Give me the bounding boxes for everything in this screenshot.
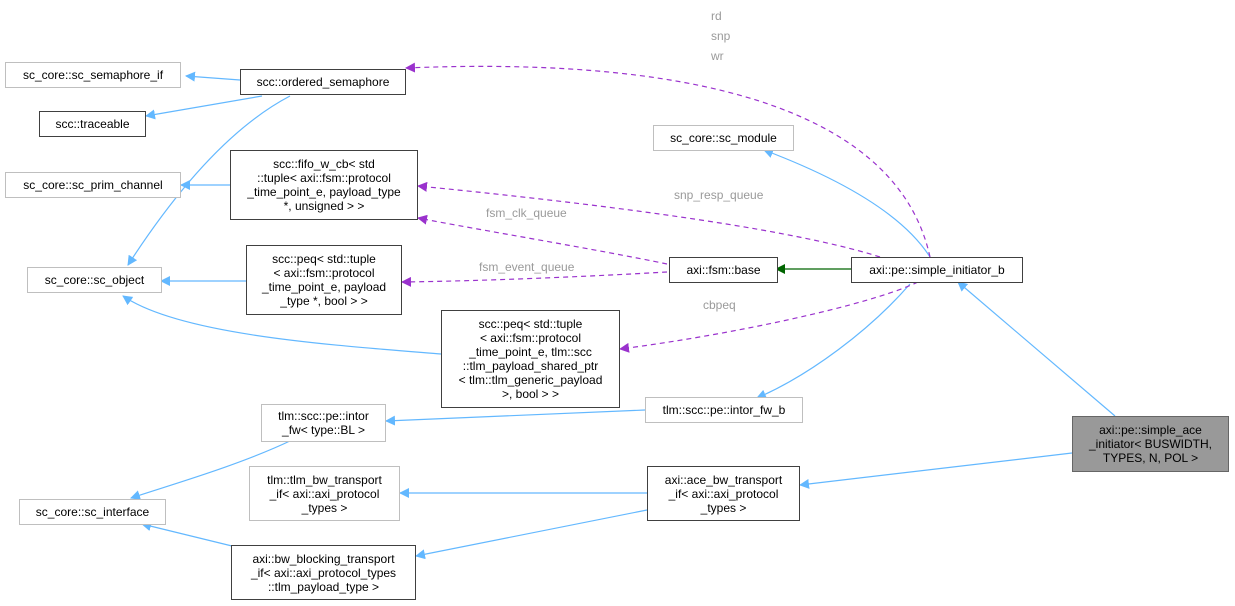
node-label-line: axi::pe::simple_ace — [1099, 423, 1202, 437]
edge-label-fsm-clk-queue: fsm_clk_queue — [486, 206, 567, 220]
edge-label-snp-resp-queue: snp_resp_queue — [674, 188, 764, 202]
node-label-line: tlm::scc::pe::intor — [278, 409, 369, 423]
node-label-line: _if< axi::axi_protocol_types — [250, 565, 397, 580]
node-label: scc::traceable — [55, 117, 130, 131]
edge-simple-initiator-b-to-sc-module — [763, 148, 931, 258]
node-bw-blocking-transport-if[interactable]: axi::bw_blocking_transport _if< axi::axi… — [231, 545, 416, 600]
node-label-line: _initiator< BUSWIDTH, — [1088, 437, 1213, 451]
node-ace-bw-transport-if[interactable]: axi::ace_bw_transport _if< axi::axi_prot… — [647, 466, 800, 521]
node-label-line: ::tuple< axi::fsm::protocol — [257, 171, 391, 185]
node-simple-ace-initiator[interactable]: axi::pe::simple_ace _initiator< BUSWIDTH… — [1072, 416, 1229, 472]
edge-ordered-semaphore-to-sc-semaphore-if — [185, 71, 241, 82]
node-intor-fw-b[interactable]: tlm::scc::pe::intor_fw_b — [645, 397, 803, 423]
node-label: sc_core::sc_prim_channel — [23, 178, 163, 192]
edge-label-cbpeq: cbpeq — [703, 298, 736, 312]
node-label-line: ::tlm_payload_shared_ptr — [462, 359, 599, 373]
node-label-line: _fw< type::BL > — [282, 423, 365, 437]
edge-usage-rd-snp-wr — [405, 62, 931, 258]
edge-simple-initiator-b-to-intor-fw-b — [756, 283, 911, 400]
edge-ace-initiator-to-simple-initiator-b — [957, 281, 1116, 417]
node-label-line: ::tlm_payload_type > — [267, 579, 380, 594]
node-fsm-base[interactable]: axi::fsm::base — [669, 257, 778, 283]
edge-bw-blocking-to-sc-interface — [141, 521, 233, 547]
node-label: axi::fsm::base — [686, 263, 761, 277]
node-sc-object[interactable]: sc_core::sc_object — [27, 267, 162, 293]
edge-label-wr: wr — [711, 49, 724, 63]
node-label-line: TYPES, N, POL > — [1102, 451, 1199, 465]
node-peq-shared[interactable]: scc::peq< std::tuple < axi::fsm::protoco… — [441, 310, 620, 408]
node-simple-initiator-b[interactable]: axi::pe::simple_initiator_b — [851, 257, 1023, 283]
node-label: sc_core::sc_semaphore_if — [22, 68, 164, 82]
node-label-line: _time_point_e, tlm::scc — [469, 345, 592, 359]
edge-label-snp: snp — [711, 29, 731, 43]
node-label-line: scc::peq< std::tuple — [272, 252, 376, 266]
node-label-line: axi::bw_blocking_transport — [252, 551, 395, 566]
edge-ace-bw-to-bw-blocking-transport-if — [415, 509, 648, 560]
node-label-line: _if< axi::axi_protocol — [668, 486, 779, 501]
node-label-line: *, unsigned > > — [283, 199, 365, 213]
node-label-line: < tlm::tlm_generic_payload — [458, 373, 603, 387]
node-label-line: < axi::fsm::protocol — [479, 331, 582, 345]
node-label: sc_core::sc_interface — [35, 505, 150, 519]
node-sc-interface[interactable]: sc_core::sc_interface — [19, 499, 166, 525]
node-fifo-w-cb[interactable]: scc::fifo_w_cb< std ::tuple< axi::fsm::p… — [230, 150, 418, 220]
node-label: axi::pe::simple_initiator_b — [869, 263, 1005, 277]
node-label-line: axi::ace_bw_transport — [664, 472, 783, 487]
edge-usage-cbpeq — [619, 281, 919, 353]
edge-peq-shared-to-sc-object — [122, 295, 442, 355]
edge-label-rd: rd — [711, 9, 722, 23]
node-label: sc_core::sc_object — [44, 273, 145, 287]
edge-label-fsm-event-queue: fsm_event_queue — [479, 260, 575, 274]
node-sc-semaphore-if[interactable]: sc_core::sc_semaphore_if — [5, 62, 181, 88]
node-label-line: < axi::fsm::protocol — [273, 266, 375, 280]
node-sc-prim-channel[interactable]: sc_core::sc_prim_channel — [5, 172, 181, 198]
node-ordered-semaphore[interactable]: scc::ordered_semaphore — [240, 69, 406, 95]
edge-intor-fw-bl-to-sc-interface — [130, 439, 293, 500]
node-intor-fw-bl[interactable]: tlm::scc::pe::intor _fw< type::BL > — [261, 404, 386, 442]
node-tlm-bw-transport-if[interactable]: tlm::tlm_bw_transport _if< axi::axi_prot… — [249, 466, 400, 521]
edge-ordered-semaphore-to-traceable — [145, 95, 263, 120]
node-label-line: _types > — [700, 500, 747, 515]
node-label-line: scc::fifo_w_cb< std — [273, 157, 375, 171]
node-label-line: scc::peq< std::tuple — [478, 317, 583, 331]
node-sc-module[interactable]: sc_core::sc_module — [653, 125, 794, 151]
node-label: tlm::scc::pe::intor_fw_b — [662, 403, 786, 417]
edge-ace-initiator-to-ace-bw-transport-if — [799, 452, 1073, 489]
node-label-line: _type *, bool > > — [280, 294, 368, 308]
node-label-line: _types > — [301, 500, 348, 515]
node-label-line: _if< axi::axi_protocol — [269, 486, 380, 501]
node-label: scc::ordered_semaphore — [256, 75, 390, 89]
edge-usage-fsm-clk-queue — [417, 214, 668, 265]
edge-usage-snp-resp-queue — [417, 181, 881, 258]
node-label: sc_core::sc_module — [670, 131, 777, 145]
node-peq-payload[interactable]: scc::peq< std::tuple < axi::fsm::protoco… — [246, 245, 402, 315]
node-label-line: tlm::tlm_bw_transport — [267, 472, 382, 487]
edge-usage-fsm-event-queue — [401, 271, 668, 287]
node-label-line: _time_point_e, payload — [261, 280, 387, 294]
edge-intor-fw-b-to-intor-fw-bl — [385, 409, 646, 426]
node-label-line: _time_point_e, payload_type — [247, 185, 401, 199]
node-label-line: >, bool > > — [501, 387, 560, 401]
node-traceable[interactable]: scc::traceable — [39, 111, 146, 137]
edge-ordered-semaphore-to-sc-object — [127, 95, 291, 266]
